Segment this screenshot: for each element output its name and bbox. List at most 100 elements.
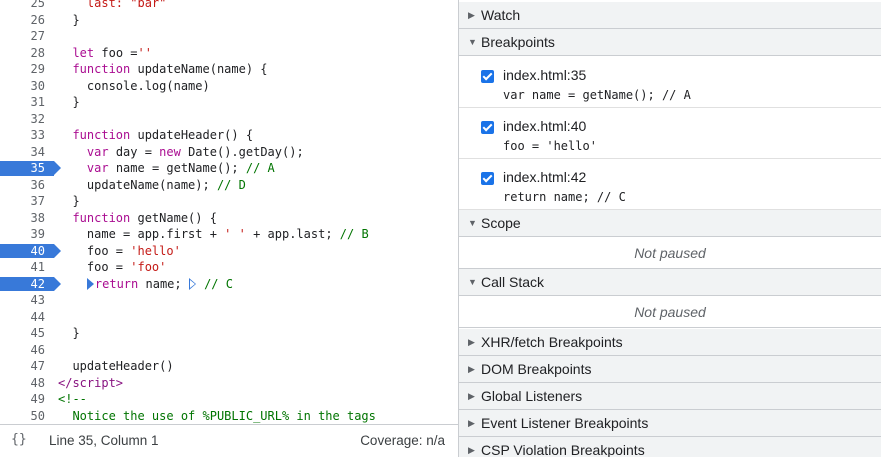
code-text: console.log(name)	[58, 78, 210, 93]
breakpoint-checkbox[interactable]	[481, 70, 494, 83]
line-number[interactable]: 29	[30, 62, 45, 76]
line-number[interactable]: 45	[30, 326, 45, 340]
code-line[interactable]: 47 updateHeader()	[0, 358, 458, 375]
code-line[interactable]: 38 function getName() {	[0, 210, 458, 227]
line-number[interactable]: 37	[30, 194, 45, 208]
breakpoints-section-header[interactable]: ▼ Breakpoints	[459, 29, 881, 56]
code-line[interactable]: 49 <!--	[0, 391, 458, 408]
code-line[interactable]: 25 last: "bar"	[0, 0, 458, 12]
line-number[interactable]: 32	[30, 111, 45, 126]
code-line[interactable]: 35 var name = getName(); // A	[0, 160, 458, 177]
line-number[interactable]: 28	[30, 45, 45, 60]
call-stack-section-header[interactable]: ▼ Call Stack	[459, 269, 881, 296]
breakpoint-snippet: return name; // C	[503, 190, 626, 204]
code-line[interactable]: 40 foo = 'hello'	[0, 243, 458, 260]
breakpoint-marker[interactable]	[0, 276, 61, 291]
line-number[interactable]: 33	[30, 128, 45, 142]
code-line[interactable]: 29 function updateName(name) {	[0, 61, 458, 78]
breakpoint-item[interactable]: index.html:35 var name = getName(); // A	[459, 57, 881, 108]
breakpoint-item[interactable]: index.html:42 return name; // C	[459, 159, 881, 210]
code-line[interactable]: 45 }	[0, 325, 458, 342]
line-number[interactable]: 44	[30, 309, 45, 324]
inline-breakpoint-icon[interactable]	[188, 278, 196, 290]
code-line[interactable]: 32	[0, 111, 458, 128]
line-number[interactable]: 36	[30, 177, 45, 192]
code-text: }	[58, 95, 80, 109]
line-number[interactable]: 40	[30, 243, 45, 258]
line-number[interactable]: 48	[30, 375, 45, 390]
cursor-position: Line 35, Column 1	[49, 433, 159, 448]
line-number[interactable]: 47	[30, 359, 45, 373]
line-number[interactable]: 27	[30, 29, 45, 43]
line-number[interactable]: 34	[30, 144, 45, 159]
line-number[interactable]: 49	[30, 392, 45, 406]
inline-breakpoint-icon[interactable]	[86, 278, 94, 290]
code-line[interactable]: 28 let foo =''	[0, 45, 458, 62]
line-number[interactable]: 43	[30, 293, 45, 307]
line-number[interactable]: 41	[30, 260, 45, 274]
breakpoint-checkbox[interactable]	[481, 121, 494, 134]
code-line[interactable]: 39 name = app.first + ' ' + app.last; //…	[0, 226, 458, 243]
code-line[interactable]: 37 }	[0, 193, 458, 210]
line-number[interactable]: 25	[30, 0, 45, 10]
code-text: }	[58, 194, 80, 208]
triangle-right-icon: ▶	[468, 364, 475, 374]
watch-label: Watch	[481, 7, 521, 23]
code-line[interactable]: 44	[0, 309, 458, 326]
call-stack-status: Not paused	[459, 296, 881, 328]
line-number[interactable]: 30	[30, 78, 45, 93]
breakpoint-marker[interactable]	[0, 161, 61, 176]
code-text: }	[58, 326, 80, 340]
event-listener-breakpoints-section-header[interactable]: ▶ Event Listener Breakpoints	[459, 410, 881, 437]
watch-section-header[interactable]: ▶ Watch	[459, 2, 881, 29]
triangle-right-icon: ▶	[468, 418, 475, 428]
code-text: function updateName(name) {	[72, 62, 268, 76]
csp-violation-breakpoints-section-header[interactable]: ▶ CSP Violation Breakpoints	[459, 437, 881, 457]
scope-section-header[interactable]: ▼ Scope	[459, 210, 881, 237]
code-text: last: "bar"	[86, 0, 167, 10]
line-number[interactable]: 50	[30, 408, 45, 423]
code-text: updateName(name); // D	[58, 177, 246, 192]
code-line[interactable]: 41 foo = 'foo'	[0, 259, 458, 276]
breakpoint-marker[interactable]	[0, 243, 61, 258]
code-line[interactable]: 48</script>	[0, 375, 458, 392]
code-line[interactable]: 36 updateName(name); // D	[0, 177, 458, 194]
code-text: name = app.first + ' ' + app.last; // B	[58, 227, 369, 241]
pretty-print-button[interactable]: {}	[11, 432, 27, 447]
global-listeners-section-header[interactable]: ▶ Global Listeners	[459, 383, 881, 410]
code-line[interactable]: 34 var day = new Date().getDay();	[0, 144, 458, 161]
code-text: function updateHeader() {	[72, 128, 254, 142]
triangle-down-icon: ▼	[468, 37, 477, 47]
triangle-right-icon: ▶	[468, 391, 475, 401]
breakpoint-checkbox[interactable]	[481, 172, 494, 185]
breakpoint-item[interactable]: index.html:40 foo = 'hello'	[459, 108, 881, 159]
code-text: foo = 'hello'	[58, 243, 181, 258]
dom-breakpoints-section-header[interactable]: ▶ DOM Breakpoints	[459, 356, 881, 383]
code-line[interactable]: 43	[0, 292, 458, 309]
code-line[interactable]: 26 }	[0, 12, 458, 29]
line-number[interactable]: 26	[30, 12, 45, 27]
line-number[interactable]: 42	[30, 276, 45, 291]
global-listeners-label: Global Listeners	[481, 388, 583, 404]
xhr-breakpoints-section-header[interactable]: ▶ XHR/fetch Breakpoints	[459, 329, 881, 356]
triangle-down-icon: ▼	[468, 218, 477, 228]
breakpoints-label: Breakpoints	[481, 34, 555, 50]
code-line[interactable]: 42 return name; // C	[0, 276, 458, 293]
line-number[interactable]: 39	[30, 227, 45, 241]
line-number[interactable]: 38	[30, 210, 45, 225]
code-line[interactable]: 27	[0, 28, 458, 45]
line-number[interactable]: 46	[30, 342, 45, 357]
code-line[interactable]: 30 console.log(name)	[0, 78, 458, 95]
line-number[interactable]: 31	[30, 95, 45, 109]
code-text: var day = new Date().getDay();	[86, 144, 304, 159]
code-line[interactable]: 31 }	[0, 94, 458, 111]
line-number[interactable]: 35	[30, 161, 45, 175]
code-line[interactable]: 33 function updateHeader() {	[0, 127, 458, 144]
breakpoint-location: index.html:35	[503, 67, 587, 83]
pane-divider[interactable]	[458, 0, 459, 457]
code-line[interactable]: 50 Notice the use of %PUBLIC_URL% in the…	[0, 408, 458, 425]
code-text: <!--	[58, 392, 87, 406]
code-line[interactable]: 46	[0, 342, 458, 359]
